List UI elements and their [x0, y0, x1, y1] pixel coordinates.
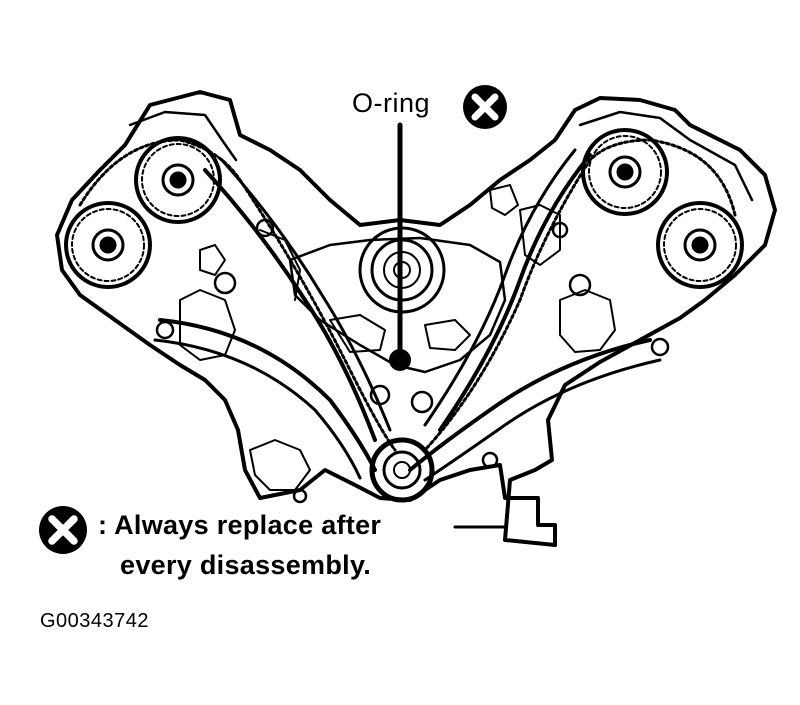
casting-line	[424, 319, 471, 351]
casting-line	[179, 289, 236, 361]
bolt	[551, 221, 569, 239]
bolt	[481, 451, 499, 469]
bolt	[213, 271, 237, 295]
casting-line	[559, 289, 616, 353]
casting-line	[128, 110, 238, 162]
casting-line	[519, 204, 561, 266]
crankshaft-sprocket	[369, 437, 435, 503]
casting-line	[578, 110, 754, 202]
right-chain-guide	[408, 338, 652, 472]
left-chain-guide	[158, 318, 377, 472]
casting-line	[489, 184, 519, 216]
left-chain-guide	[153, 338, 362, 480]
o-ring-label: O-ring	[352, 88, 431, 118]
right-chain-guide	[423, 148, 577, 427]
left-chain	[78, 138, 397, 452]
legend-text-line-1: : Always replace after	[98, 510, 382, 540]
bolt	[292, 488, 308, 504]
left-chain-guide	[220, 158, 392, 432]
bolt	[650, 337, 670, 357]
right-chain-guide	[438, 153, 592, 432]
replace-mark-icon	[463, 85, 507, 129]
figure-id: G00343742	[40, 610, 150, 632]
replace-mark-icon	[39, 506, 87, 554]
legend-text-line-2: every disassembly.	[120, 550, 372, 580]
left-chain-guide	[203, 168, 377, 442]
bolt	[255, 218, 275, 238]
casting-line	[288, 236, 507, 374]
casting-line	[249, 439, 311, 491]
right-chain-guide	[423, 358, 662, 482]
right-chain	[423, 138, 737, 452]
left-upper-cam-sprocket	[134, 136, 222, 224]
bolt	[568, 273, 592, 297]
engine-block-outline	[55, 90, 777, 547]
bolt	[155, 320, 175, 340]
casting-line	[199, 244, 226, 276]
casting-line	[329, 314, 386, 353]
bolt	[410, 390, 434, 414]
right-upper-cam-sprocket	[581, 128, 669, 216]
right-lower-cam-sprocket	[656, 201, 744, 289]
bolt	[369, 384, 391, 406]
left-lower-cam-sprocket	[64, 201, 152, 289]
